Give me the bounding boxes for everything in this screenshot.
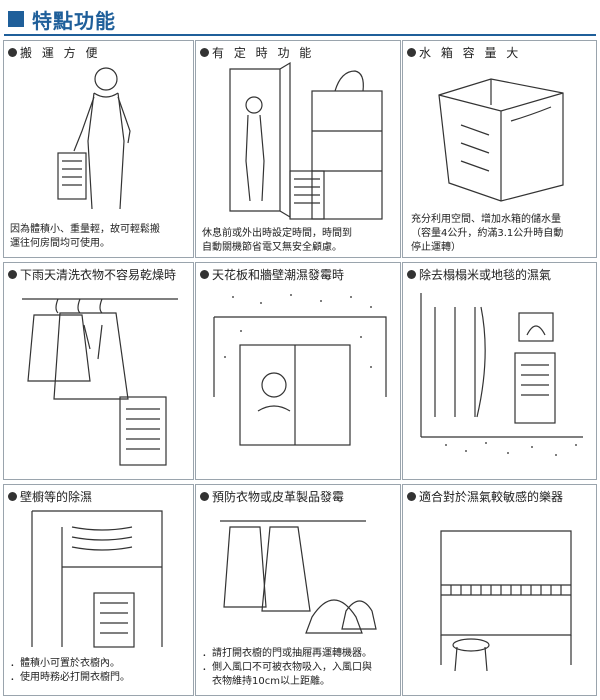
feature-caption: 下雨天清洗衣物不容易乾燥時 bbox=[8, 266, 176, 283]
feature-description-line: ．使用時務必打開衣櫥門。 bbox=[10, 672, 130, 683]
feature-caption: 適合對於濕氣較敏感的樂器 bbox=[407, 488, 563, 505]
feature-mold-wall: 天花板和牆壁潮濕發霉時 bbox=[195, 262, 401, 480]
feature-description-line: （容量4公升，約滿3.1公升時自動 bbox=[411, 228, 564, 239]
bullet-icon bbox=[8, 48, 17, 57]
hanging-laundry-illustration bbox=[22, 298, 178, 466]
feature-caption: 預防衣物或皮革製品發霉 bbox=[200, 488, 344, 505]
bullet-icon bbox=[407, 48, 416, 57]
feature-laundry: 下雨天清洗衣物不容易乾燥時 bbox=[3, 262, 194, 480]
feature-caption: 除去榻榻米或地毯的濕氣 bbox=[407, 266, 551, 283]
feature-portable: 搬 運 方 便 因為體積小、重量輕，故可輕鬆搬 運往何房間均可使用。 bbox=[3, 40, 194, 258]
page-title: 特點功能 bbox=[32, 8, 116, 33]
water-tank-illustration bbox=[438, 78, 564, 202]
feature-carpet: 除去榻榻米或地毯的濕氣 bbox=[402, 262, 597, 480]
clothes-handbag-illustration bbox=[220, 520, 377, 634]
person-carrying-dehumidifier-illustration bbox=[57, 67, 131, 210]
bullet-icon bbox=[200, 270, 209, 279]
feature-grid: 搬 運 方 便 因為體積小、重量輕，故可輕鬆搬 運往何房間均可使用。 有 定 時… bbox=[3, 40, 597, 696]
feature-description-line: ．體積小可置於衣櫥內。 bbox=[10, 658, 120, 669]
room-carpet-illustration bbox=[420, 293, 583, 456]
feature-description-line: 運往何房間均可使用。 bbox=[10, 238, 110, 249]
feature-description-line: ．請打開衣櫥的門或抽屜再運轉機器。 bbox=[202, 648, 372, 659]
feature-caption: 天花板和牆壁潮濕發霉時 bbox=[200, 266, 344, 283]
bullet-icon bbox=[407, 492, 416, 501]
feature-clothes-leather: 預防衣物或皮革製品發霉 ．請打開衣櫥的門或抽屜再運轉機器。 ．側入風口不可被衣物… bbox=[195, 484, 401, 696]
feature-closet: 壁櫥等的除濕 ．體積小可置於衣櫥內。 ．使用時務必打開衣櫥門。 bbox=[3, 484, 194, 696]
feature-caption: 水 箱 容 量 大 bbox=[407, 44, 521, 61]
closet-dehumidifier-illustration bbox=[31, 510, 163, 648]
bullet-icon bbox=[8, 270, 17, 279]
bullet-icon bbox=[407, 270, 416, 279]
feature-piano: 適合對於濕氣較敏感的樂器 bbox=[402, 484, 597, 696]
section-header: 特點功能 bbox=[8, 4, 116, 34]
feature-description-line: 充分利用空間、增加水箱的儲水量 bbox=[411, 214, 561, 225]
person-leaving-room-illustration bbox=[229, 61, 383, 220]
piano-illustration bbox=[440, 530, 572, 672]
feature-description-line: ．側入風口不可被衣物吸入，入風口與 bbox=[202, 662, 372, 673]
feature-caption: 壁櫥等的除濕 bbox=[8, 488, 92, 505]
feature-description-line: 停止運轉） bbox=[411, 242, 461, 253]
feature-description-line: 衣物維持10cm以上距離。 bbox=[202, 676, 330, 687]
square-bullet-icon bbox=[8, 11, 24, 27]
header-divider bbox=[4, 34, 596, 36]
feature-caption: 搬 運 方 便 bbox=[8, 44, 100, 61]
feature-caption: 有 定 時 功 能 bbox=[200, 44, 314, 61]
feature-description-line: 因為體積小、重量輕，故可輕鬆搬 bbox=[10, 224, 160, 235]
feature-large-tank: 水 箱 容 量 大 充分利用空間、增加水箱的儲水量 （容量4公升，約滿3.1公升… bbox=[402, 40, 597, 258]
feature-timer: 有 定 時 功 能 休息前或外出時設定時間，時間到 自動關機節省電又無安全顧慮。 bbox=[195, 40, 401, 258]
bullet-icon bbox=[200, 48, 209, 57]
bullet-icon bbox=[200, 492, 209, 501]
feature-description-line: 自動關機節省電又無安全顧慮。 bbox=[202, 242, 342, 253]
feature-description-line: 休息前或外出時設定時間，時間到 bbox=[202, 228, 352, 239]
moldy-ceiling-illustration bbox=[213, 294, 387, 446]
bullet-icon bbox=[8, 492, 17, 501]
